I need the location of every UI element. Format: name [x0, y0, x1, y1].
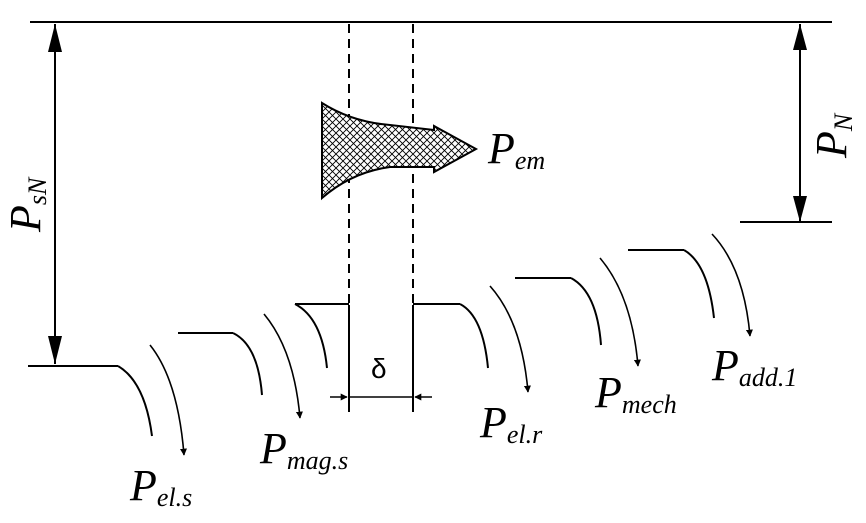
- label-p-mech: Pmech: [594, 368, 677, 419]
- left-bottom-curve: [117, 365, 153, 437]
- label-p-mag-s: Pmag.s: [259, 424, 348, 475]
- loss-arrow-mag-s: [263, 313, 303, 419]
- loss-arrow-el-s: [149, 344, 187, 456]
- label-p-em: Pem: [487, 124, 545, 175]
- label-p-el-r: Pel.r: [479, 398, 543, 449]
- p-em-flow-arrow: [321, 101, 479, 201]
- rotor-step-3-curve: [683, 249, 715, 319]
- loss-arrow-el-r: [489, 285, 531, 393]
- rotor-step-2-curve: [570, 277, 602, 346]
- label-p-n: PN: [807, 112, 858, 159]
- loss-arrow-add1: [711, 233, 753, 337]
- label-p-add1: Padd.1: [711, 341, 797, 392]
- p-sn-arrowhead-bottom: [48, 336, 62, 364]
- rotor-step-1-curve: [459, 303, 489, 369]
- loss-arrow-mech: [599, 257, 641, 367]
- label-p-sn: PsN: [1, 176, 52, 233]
- label-p-el-s: Pel.s: [129, 461, 192, 512]
- p-n-arrowhead-bottom: [793, 196, 807, 222]
- p-sn-arrowhead-top: [48, 24, 62, 52]
- stator-step-2-curve: [294, 303, 328, 369]
- p-n-arrowhead-top: [793, 24, 807, 50]
- label-air-gap-delta: δ: [371, 353, 387, 384]
- stator-step-1-curve: [232, 332, 263, 396]
